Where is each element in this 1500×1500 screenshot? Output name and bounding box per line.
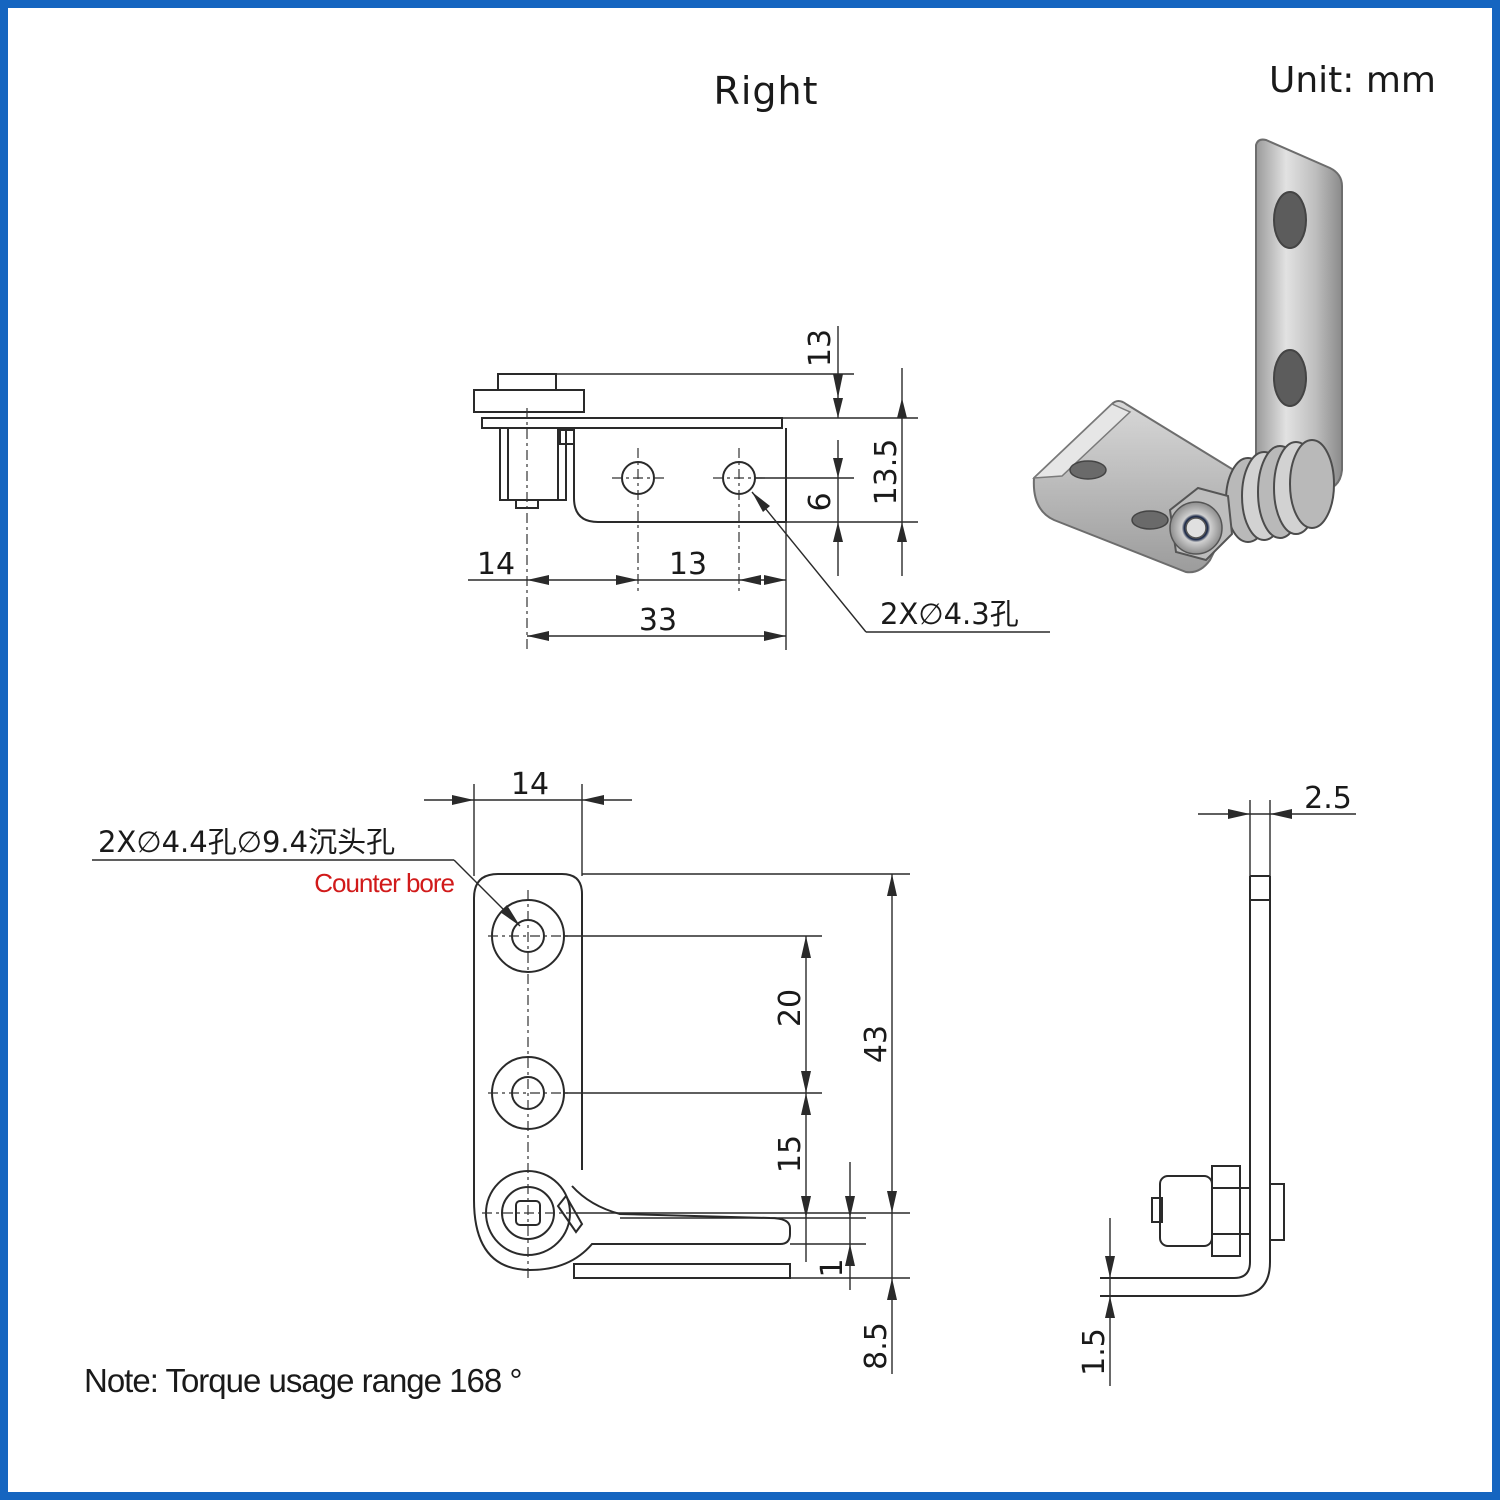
front-hole-callout: 2X∅4.4孔∅9.4沉头孔 — [98, 825, 395, 859]
dim-1-5: 1.5 — [1077, 1328, 1112, 1376]
dim-15: 15 — [773, 1135, 808, 1173]
dim-8-5: 8.5 — [859, 1322, 894, 1370]
dim-14-front: 14 — [511, 767, 549, 802]
view-title: Right — [713, 69, 818, 113]
dim-1: 1 — [815, 1258, 850, 1277]
hinge-product-illustration — [1031, 138, 1343, 574]
counter-bore-label: Counter bore — [314, 868, 454, 898]
dim-2-5: 2.5 — [1304, 781, 1352, 816]
torque-note: Note: Torque usage range 168 ° — [84, 1362, 522, 1399]
dim-14-top: 14 — [477, 547, 515, 582]
dim-33: 33 — [639, 603, 677, 638]
dim-20: 20 — [773, 989, 808, 1027]
top-hole-callout: 2X∅4.3孔 — [880, 597, 1019, 631]
dim-13-horizontal: 13 — [669, 547, 707, 582]
front-view: 14 2X∅4.4孔∅9.4沉头孔 Counter bore 20 15 1 — [92, 767, 910, 1374]
dim-13-vertical: 13 — [803, 329, 838, 367]
technical-drawing: Right Unit: mm — [84, 60, 1436, 1399]
unit-label: Unit: mm — [1269, 60, 1436, 101]
side-view: 2.5 1.5 — [1077, 781, 1356, 1386]
dim-43: 43 — [859, 1025, 894, 1063]
dim-13-5: 13.5 — [869, 439, 904, 506]
dim-6: 6 — [803, 492, 838, 511]
top-view: 13 6 13.5 14 13 33 2X∅4.3孔 — [468, 326, 1050, 650]
